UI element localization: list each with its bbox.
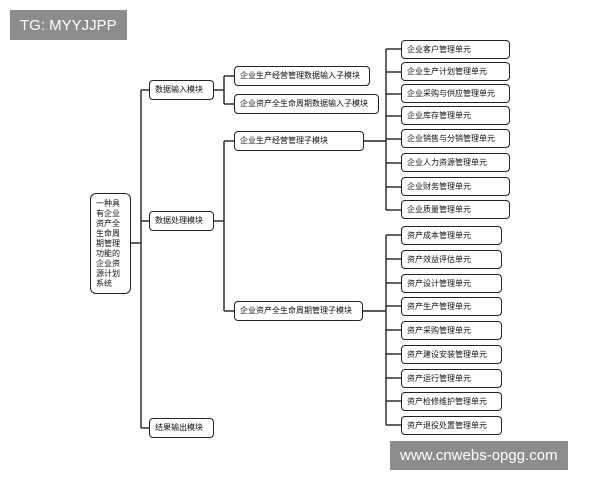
processing-submodule-operations: 企业生产经营管理子模块 [234, 131, 364, 151]
asset-unit: 资产成本管理单元 [401, 226, 502, 245]
processing-submodule-asset-lifecycle: 企业资产全生命周期管理子模块 [234, 301, 363, 321]
asset-unit: 资产运行管理单元 [401, 369, 502, 388]
asset-unit: 资产检修维护管理单元 [401, 392, 502, 411]
asset-unit: 资产退役处置管理单元 [401, 416, 502, 435]
operation-unit: 企业生产计划管理单元 [401, 62, 510, 81]
input-submodule-operations: 企业生产经营管理数据输入子模块 [234, 66, 370, 86]
operation-unit: 企业人力资源管理单元 [401, 153, 510, 172]
asset-unit: 资产生产管理单元 [401, 297, 502, 316]
asset-unit: 资产采购管理单元 [401, 321, 502, 340]
operation-unit: 企业销售与分销管理单元 [401, 129, 510, 148]
operation-unit: 企业财务管理单元 [401, 177, 510, 196]
operation-unit: 企业质量管理单元 [401, 200, 510, 219]
asset-unit: 资产效益评估单元 [401, 250, 502, 269]
asset-unit: 资产设计管理单元 [401, 274, 502, 293]
processing-module-node: 数据处理模块 [149, 211, 214, 231]
input-submodule-asset-lifecycle: 企业资产全生命周期数据输入子模块 [234, 94, 379, 114]
input-module-node: 数据输入模块 [149, 80, 214, 100]
output-module-node: 结果输出模块 [149, 418, 214, 438]
watermark-top: TG: MYYJJPP [10, 10, 127, 40]
operation-unit: 企业库存管理单元 [401, 106, 510, 125]
operation-unit: 企业客户管理单元 [401, 40, 510, 59]
asset-unit: 资产建设安装管理单元 [401, 345, 502, 364]
root-node: 一种具有企业资产全生命周期管理功能的企业资源计划系统 [90, 193, 131, 294]
watermark-bottom: www.cnwebs-opgg.com [390, 441, 568, 470]
operation-unit: 企业采购与供应管理单元 [401, 84, 510, 103]
